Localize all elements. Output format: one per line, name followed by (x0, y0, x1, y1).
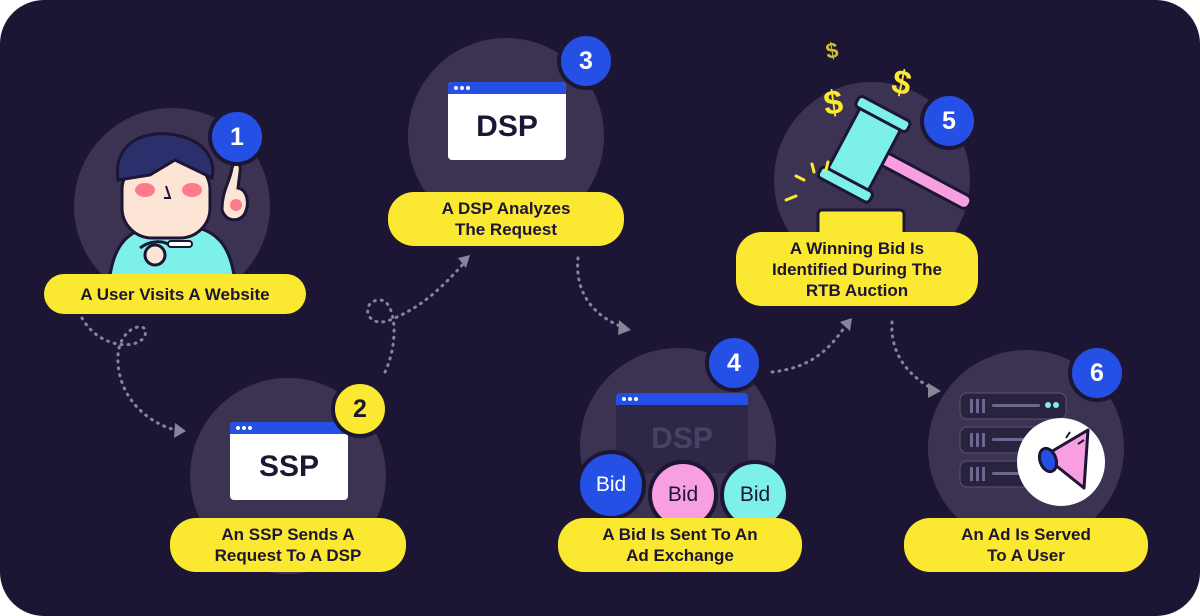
dsp-window-faded-text: DSP (651, 422, 713, 455)
bid-circle-blue: Bid (576, 450, 646, 520)
server-ad-illustration (959, 392, 1105, 506)
step-1-badge: 1 (208, 108, 266, 166)
step-4-badge: 4 (705, 334, 763, 392)
step-5-badge: 5 (920, 92, 978, 150)
step-3-label: A DSP Analyzes The Request (388, 192, 624, 246)
step-6-label-text: An Ad Is Served To A User (961, 525, 1091, 565)
step-3-label-text: A DSP Analyzes The Request (441, 199, 571, 239)
window-title-bar (616, 393, 748, 405)
connector-arrow-5-6 (890, 320, 937, 392)
window-title-bar (448, 82, 566, 94)
step-1-label: A User Visits A Website (44, 274, 306, 314)
step-4-label: A Bid Is Sent To An Ad Exchange (558, 518, 802, 572)
window-title-bar (230, 422, 348, 434)
step-6-label: An Ad Is Served To A User (904, 518, 1148, 572)
step-2-badge: 2 (331, 380, 389, 438)
step-1-label-text: A User Visits A Website (80, 284, 270, 304)
dsp-window-faded: DSP (616, 393, 748, 473)
ssp-window: SSP (230, 422, 348, 500)
step-3-badge: 3 (557, 32, 615, 90)
step-5-label: A Winning Bid Is Identified During The R… (736, 232, 978, 306)
dsp-window-text: DSP (476, 110, 538, 143)
connector-arrow-4-5 (770, 320, 850, 374)
step-4-label-text: A Bid Is Sent To An Ad Exchange (602, 525, 758, 565)
ssp-window-text: SSP (258, 450, 320, 483)
connector-arrow-2-3 (366, 260, 467, 374)
step-6-badge: 6 (1068, 344, 1126, 402)
step-5-label-text: A Winning Bid Is Identified During The R… (772, 238, 942, 300)
step-2-label-text: An SSP Sends A Request To A DSP (214, 525, 362, 565)
connector-arrow-1-2 (80, 316, 177, 432)
connector-arrow-3-4 (576, 256, 627, 330)
dsp-window: DSP (448, 82, 566, 160)
step-2-label: An SSP Sends A Request To A DSP (170, 518, 406, 572)
